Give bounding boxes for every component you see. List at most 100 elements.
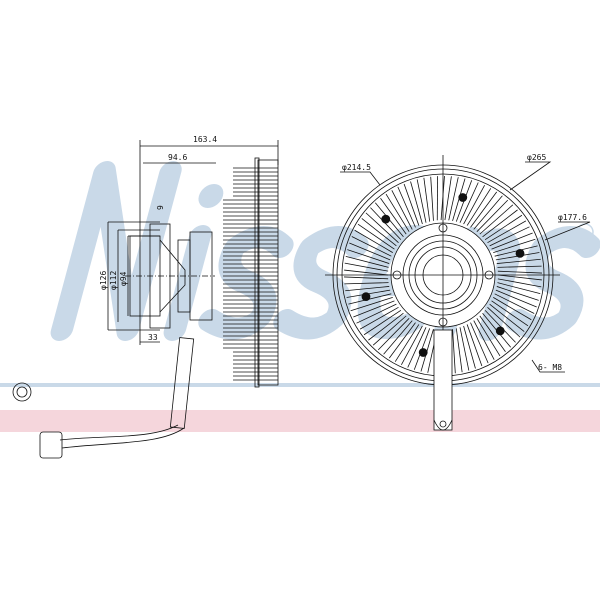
fin-line	[479, 315, 506, 353]
fin-line	[354, 229, 393, 253]
fin-line	[497, 278, 542, 288]
bolt-hole-icon	[458, 193, 468, 202]
dim-dia-inner: φ94	[119, 271, 128, 286]
fin-line	[487, 220, 527, 244]
fin-line	[459, 182, 479, 223]
fin-line	[497, 265, 542, 268]
fin-line	[351, 236, 392, 257]
fin-line	[407, 327, 427, 368]
dim-offset: 9	[156, 205, 165, 210]
dim-dia-outer-front: φ265	[527, 153, 546, 162]
dim-bolts: 6- M8	[538, 363, 562, 372]
fin-line	[497, 270, 542, 274]
fin-line	[496, 286, 539, 301]
side-view	[12, 140, 279, 459]
fin-line	[380, 197, 407, 235]
fin-line	[494, 293, 535, 314]
fin-line	[466, 188, 492, 226]
fin-line	[466, 324, 483, 367]
dim-dia-mid: φ112	[109, 271, 118, 290]
fin-line	[452, 329, 456, 374]
fin-line	[497, 282, 541, 295]
fin-line	[455, 328, 463, 373]
fin-line	[473, 195, 503, 230]
fin-line	[385, 193, 410, 232]
fin-line	[383, 320, 413, 355]
front-dimension-labels: φ214.5 φ265 φ177.6 6- M8	[342, 153, 587, 372]
bolt-hole-icon	[381, 214, 391, 224]
fin-line	[484, 214, 523, 240]
fin-line	[349, 242, 391, 261]
fin-line	[388, 322, 416, 359]
fin-line	[394, 324, 420, 362]
watermark-line	[0, 383, 600, 387]
fin-line	[495, 289, 537, 308]
fin-line	[361, 218, 397, 247]
fin-line	[497, 274, 542, 281]
fin-line	[473, 320, 495, 360]
fin-line	[476, 318, 501, 357]
fin-line	[347, 249, 390, 264]
fin-line	[448, 177, 459, 221]
fin-line	[370, 207, 402, 240]
side-fan-fins	[223, 167, 278, 381]
fin-line	[344, 282, 389, 285]
bolt-hole-icon	[495, 326, 505, 336]
fin-line	[344, 262, 389, 272]
fin-line	[444, 176, 452, 221]
fin-line	[368, 312, 404, 341]
fin-line	[401, 325, 423, 366]
watermark-band	[0, 410, 600, 432]
mounting-bolts	[361, 193, 525, 357]
dim-fan-ring: φ214.5	[342, 163, 371, 172]
bolt-hole-icon	[361, 292, 371, 302]
fin-line	[403, 183, 420, 226]
fin-line	[484, 310, 516, 343]
fin-line	[493, 238, 536, 254]
dim-hub-length: 94.6	[168, 153, 187, 162]
fin-line	[479, 204, 514, 235]
fin-line	[363, 310, 402, 336]
dim-dia-outer: φ126	[99, 271, 108, 290]
fin-line	[416, 179, 427, 223]
watermark	[0, 161, 600, 432]
bolt-hole-icon	[515, 248, 525, 258]
fin-line	[348, 293, 392, 305]
fin-line	[493, 297, 532, 321]
fin-line	[391, 190, 413, 230]
fin-line	[459, 327, 470, 371]
fin-line	[489, 303, 525, 332]
fin-line	[487, 307, 521, 338]
fin-line	[356, 303, 397, 324]
fin-line	[350, 296, 393, 312]
fin-line	[353, 300, 395, 318]
fin-line	[470, 191, 498, 228]
fin-line	[357, 223, 395, 250]
front-view	[325, 155, 591, 431]
fin-line	[463, 325, 476, 369]
fin-line	[410, 181, 423, 225]
dim-bolt-circle: φ177.6	[558, 213, 587, 222]
fin-line	[372, 315, 407, 346]
fin-line	[452, 178, 466, 221]
fin-line	[476, 199, 509, 232]
fin-line	[359, 306, 399, 330]
side-dimension-labels: 163.4 94.6 9 φ126 φ112 φ94 33	[99, 135, 217, 342]
fin-line	[482, 209, 518, 238]
fin-line	[430, 176, 434, 221]
fin-line	[420, 329, 434, 372]
fin-line	[344, 269, 389, 276]
dim-flange-width: 33	[148, 333, 158, 342]
dim-overall-length: 163.4	[193, 135, 217, 144]
fin-line	[491, 300, 529, 327]
fin-line	[491, 232, 533, 250]
bolt-hole-icon	[418, 348, 428, 357]
fin-line	[494, 245, 538, 257]
fin-line	[365, 212, 399, 243]
fin-line	[397, 186, 416, 228]
fin-line	[345, 255, 389, 268]
fin-line	[470, 322, 489, 364]
fin-line	[489, 226, 530, 247]
